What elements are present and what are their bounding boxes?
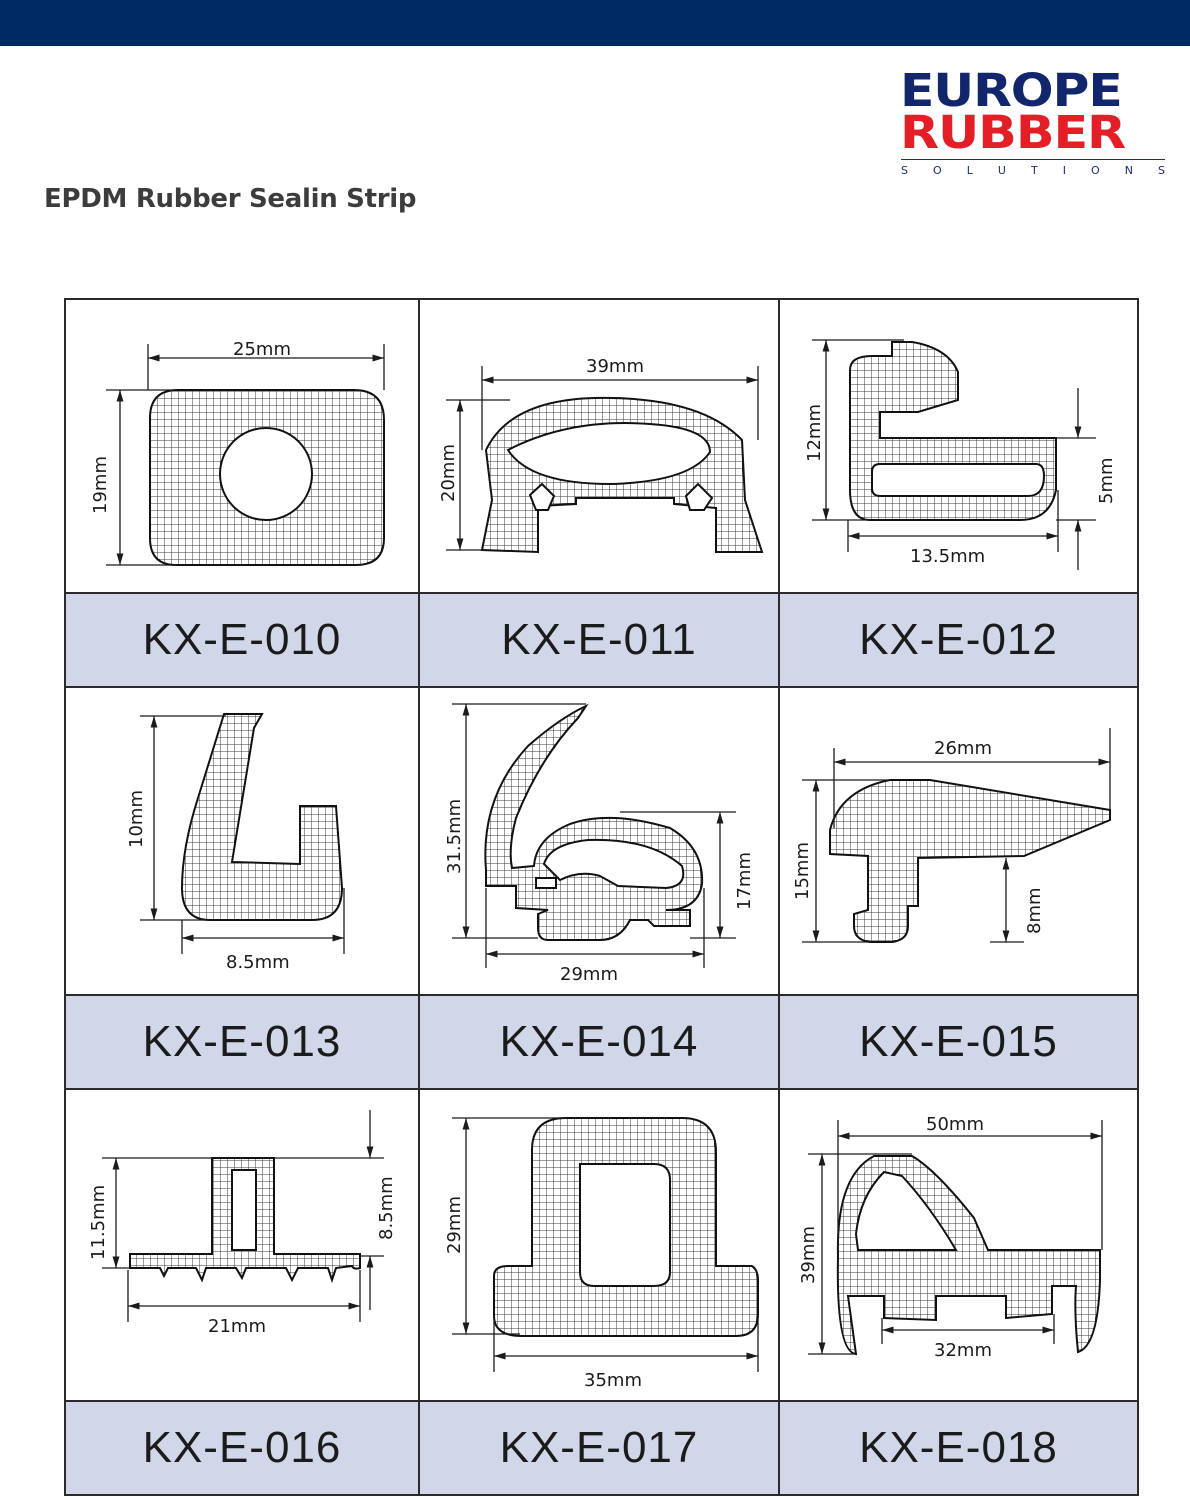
- logo-line-1: EUROPE: [900, 64, 1123, 117]
- svg-text:29mm: 29mm: [560, 964, 618, 985]
- svg-text:39mm: 39mm: [586, 356, 644, 377]
- product-grid: 25mm 19mm 39mm 20mm 12mm: [64, 298, 1139, 1498]
- svg-text:8mm: 8mm: [1024, 887, 1045, 934]
- product-code-label: KX-E-016: [64, 1400, 420, 1496]
- svg-text:13.5mm: 13.5mm: [910, 546, 985, 567]
- svg-text:10mm: 10mm: [126, 790, 147, 848]
- svg-text:31.5mm: 31.5mm: [444, 799, 465, 874]
- svg-text:26mm: 26mm: [934, 738, 992, 759]
- product-drawing-kx-e-015: 26mm 15mm 8mm: [778, 686, 1139, 996]
- product-drawing-kx-e-018: 50mm 39mm 32mm: [778, 1088, 1139, 1402]
- top-banner: [0, 0, 1190, 46]
- product-drawing-kx-e-013: 10mm 8.5mm: [64, 686, 420, 996]
- svg-text:39mm: 39mm: [798, 1226, 819, 1284]
- product-drawing-kx-e-017: 29mm 35mm: [418, 1088, 780, 1402]
- svg-text:8.5mm: 8.5mm: [376, 1176, 397, 1240]
- product-code-label: KX-E-018: [778, 1400, 1139, 1496]
- product-code-label: KX-E-014: [418, 994, 780, 1090]
- logo-line-2: RUBBER: [900, 106, 1126, 159]
- svg-text:21mm: 21mm: [208, 1316, 266, 1337]
- page-title: EPDM Rubber Sealin Strip: [44, 184, 417, 214]
- svg-text:35mm: 35mm: [584, 1370, 642, 1391]
- svg-text:20mm: 20mm: [438, 444, 459, 502]
- product-code-label: KX-E-015: [778, 994, 1139, 1090]
- product-drawing-kx-e-011: 39mm 20mm: [418, 298, 780, 594]
- svg-text:32mm: 32mm: [934, 1340, 992, 1361]
- product-drawing-kx-e-014: 31.5mm 17mm 29mm: [418, 686, 780, 996]
- svg-text:19mm: 19mm: [90, 456, 111, 514]
- svg-text:29mm: 29mm: [444, 1196, 465, 1254]
- product-code-label: KX-E-010: [64, 592, 420, 688]
- product-code-label: KX-E-011: [418, 592, 780, 688]
- product-drawing-kx-e-016: 11.5mm 8.5mm 21mm: [64, 1088, 420, 1402]
- product-drawing-kx-e-010: 25mm 19mm: [64, 298, 420, 594]
- svg-text:15mm: 15mm: [792, 842, 813, 900]
- svg-text:12mm: 12mm: [804, 404, 825, 462]
- svg-text:17mm: 17mm: [734, 852, 755, 910]
- logo-tagline: S O L U T I O N S: [901, 164, 1165, 177]
- svg-text:50mm: 50mm: [926, 1114, 984, 1135]
- product-code-label: KX-E-013: [64, 994, 420, 1090]
- svg-text:5mm: 5mm: [1096, 457, 1117, 504]
- svg-text:8.5mm: 8.5mm: [226, 952, 290, 973]
- svg-text:25mm: 25mm: [233, 339, 291, 360]
- product-code-label: KX-E-012: [778, 592, 1139, 688]
- logo-divider: [901, 159, 1165, 160]
- product-code-label: KX-E-017: [418, 1400, 780, 1496]
- product-drawing-kx-e-012: 12mm 5mm 13.5mm: [778, 298, 1139, 594]
- company-logo: EUROPE RUBBER S O L U T I O N S: [895, 68, 1170, 180]
- svg-text:11.5mm: 11.5mm: [88, 1185, 109, 1260]
